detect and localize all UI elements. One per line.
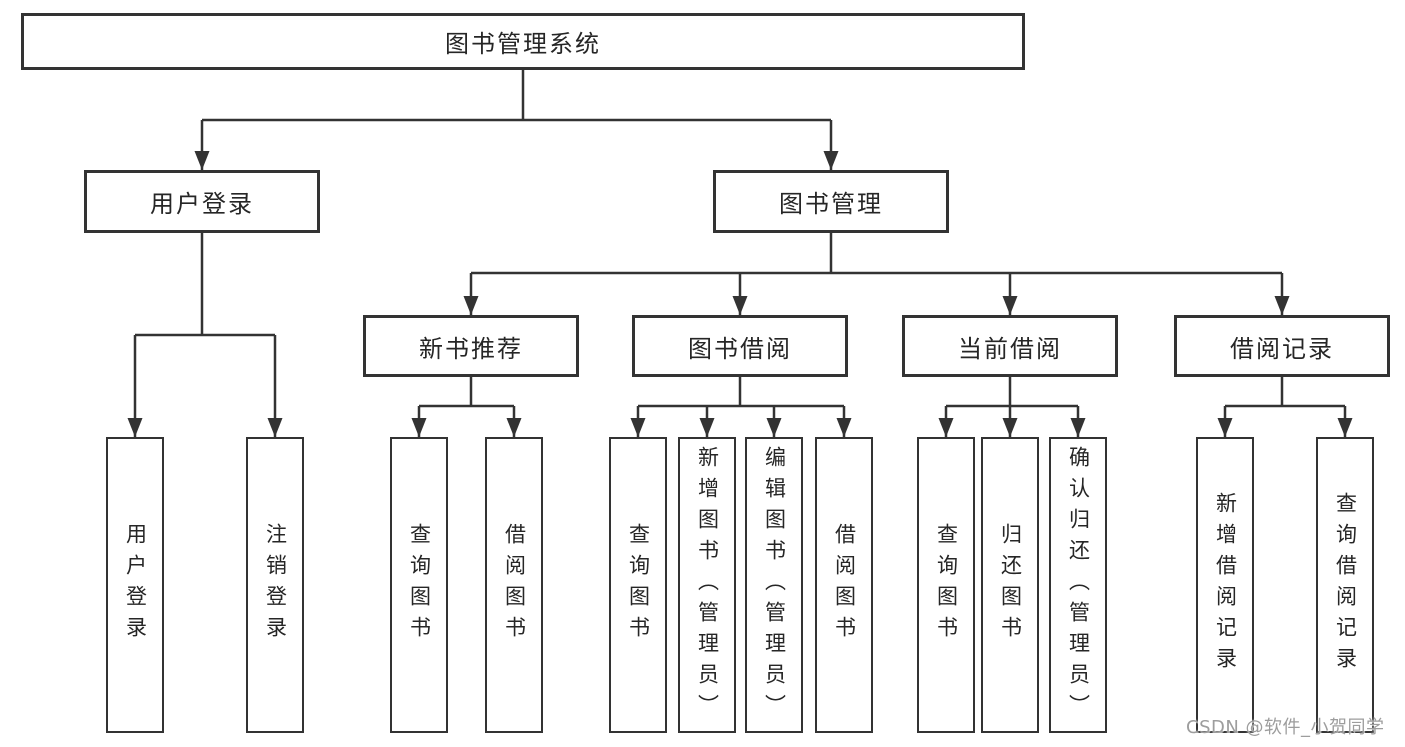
node-label: 借阅图书 (502, 523, 527, 647)
node-label: 注销登录 (263, 523, 288, 647)
node-label: 查询图书 (934, 523, 959, 647)
leaf-add-borrow-record: 新增借阅记录 (1196, 437, 1254, 733)
node-label: 新书推荐 (419, 334, 523, 363)
node-book-management: 图书管理 (713, 170, 949, 233)
leaf-borrow-books-recommend: 借阅图书 (485, 437, 543, 733)
node-label: 查询图书 (626, 523, 651, 647)
node-label: 图书管理系统 (445, 30, 601, 58)
node-new-book-recommend: 新书推荐 (363, 315, 579, 377)
node-label: 查询借阅记录 (1333, 492, 1358, 678)
leaf-query-borrow-record: 查询借阅记录 (1316, 437, 1374, 733)
node-label: 当前借阅 (958, 334, 1062, 363)
leaf-borrow-books: 借阅图书 (815, 437, 873, 733)
node-label: 归还图书 (998, 523, 1023, 647)
leaf-add-book-admin: 新增图书（管理员） (678, 437, 736, 733)
node-borrow-records: 借阅记录 (1174, 315, 1390, 377)
node-library-system: 图书管理系统 (21, 13, 1025, 70)
node-label: 新增图书（管理员） (695, 445, 720, 725)
node-label: 编辑图书（管理员） (762, 445, 787, 725)
leaf-edit-book-admin: 编辑图书（管理员） (745, 437, 803, 733)
leaf-user-login: 用户登录 (106, 437, 164, 733)
node-current-borrow: 当前借阅 (902, 315, 1118, 377)
node-label: 图书管理 (779, 190, 883, 218)
leaf-confirm-return-admin: 确认归还（管理员） (1049, 437, 1107, 733)
node-label: 借阅图书 (832, 523, 857, 647)
csdn-watermark: CSDN @软件_小贺同学 (1186, 717, 1385, 738)
node-label: 新增借阅记录 (1213, 492, 1238, 678)
node-label: 图书借阅 (688, 334, 792, 363)
leaf-query-books-borrow: 查询图书 (609, 437, 667, 733)
node-label: 查询图书 (407, 523, 432, 647)
leaf-logout: 注销登录 (246, 437, 304, 733)
leaf-query-books-current: 查询图书 (917, 437, 975, 733)
node-label: 用户登录 (123, 523, 148, 647)
node-label: 用户登录 (150, 190, 254, 218)
leaf-return-book: 归还图书 (981, 437, 1039, 733)
node-book-borrow: 图书借阅 (632, 315, 848, 377)
node-user-login: 用户登录 (84, 170, 320, 233)
node-label: 确认归还（管理员） (1066, 445, 1091, 725)
node-label: 借阅记录 (1230, 334, 1334, 363)
leaf-query-books-recommend: 查询图书 (390, 437, 448, 733)
